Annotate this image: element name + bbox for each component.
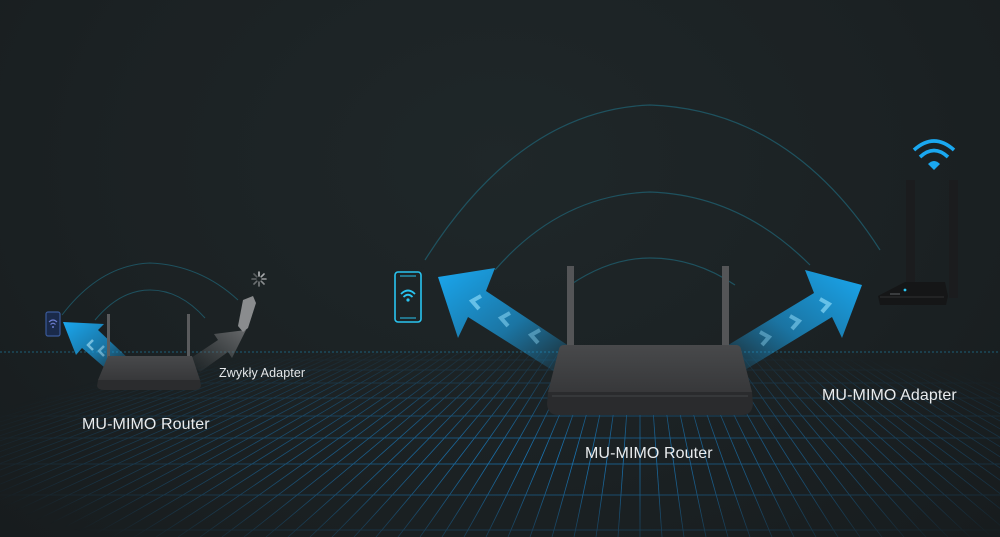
smartphone-wifi-icon [45, 311, 61, 337]
mu-mimo-usb-adapter [878, 180, 958, 305]
signal-arrow-left [438, 268, 575, 372]
grid-line [954, 351, 1000, 371]
grid-line [309, 351, 506, 537]
grid-line [945, 351, 1000, 376]
left-router-label: MU-MIMO Router [82, 416, 210, 433]
grid-line [765, 351, 949, 537]
grid-line [756, 351, 927, 537]
grid-line [774, 351, 971, 537]
standard-adapter-label: Zwykły Adapter [219, 366, 306, 380]
grid-line [891, 351, 1000, 408]
grid-line [918, 351, 1000, 390]
grid-line [441, 351, 560, 537]
signal-arrow-gray [188, 330, 246, 372]
grid-line [855, 351, 1000, 438]
signal-arcs-main [424, 104, 881, 286]
grid-line [990, 351, 1000, 356]
wifi-signal-icon [912, 139, 956, 170]
loading-spinner-icon [251, 271, 267, 287]
mu-mimo-adapter-label: MU-MIMO Adapter [822, 387, 957, 404]
grid-line [287, 351, 497, 537]
grid-line [810, 351, 1000, 495]
router-small [97, 314, 201, 390]
grid-line [819, 351, 1000, 481]
grid-line [331, 351, 515, 537]
signal-arrow-right [720, 270, 862, 373]
grid-line [909, 351, 1000, 396]
smartphone-wifi-icon [394, 271, 422, 323]
grid-line [23, 351, 389, 537]
grid-line [783, 351, 993, 537]
grid-line [353, 351, 524, 537]
main-router-label: MU-MIMO Router [585, 445, 713, 462]
router-main [547, 266, 753, 415]
grid-line [927, 351, 1000, 385]
grid-line [729, 351, 861, 537]
standard-usb-adapter [238, 296, 256, 332]
signal-arcs-left [61, 262, 239, 321]
grid-line [419, 351, 551, 537]
